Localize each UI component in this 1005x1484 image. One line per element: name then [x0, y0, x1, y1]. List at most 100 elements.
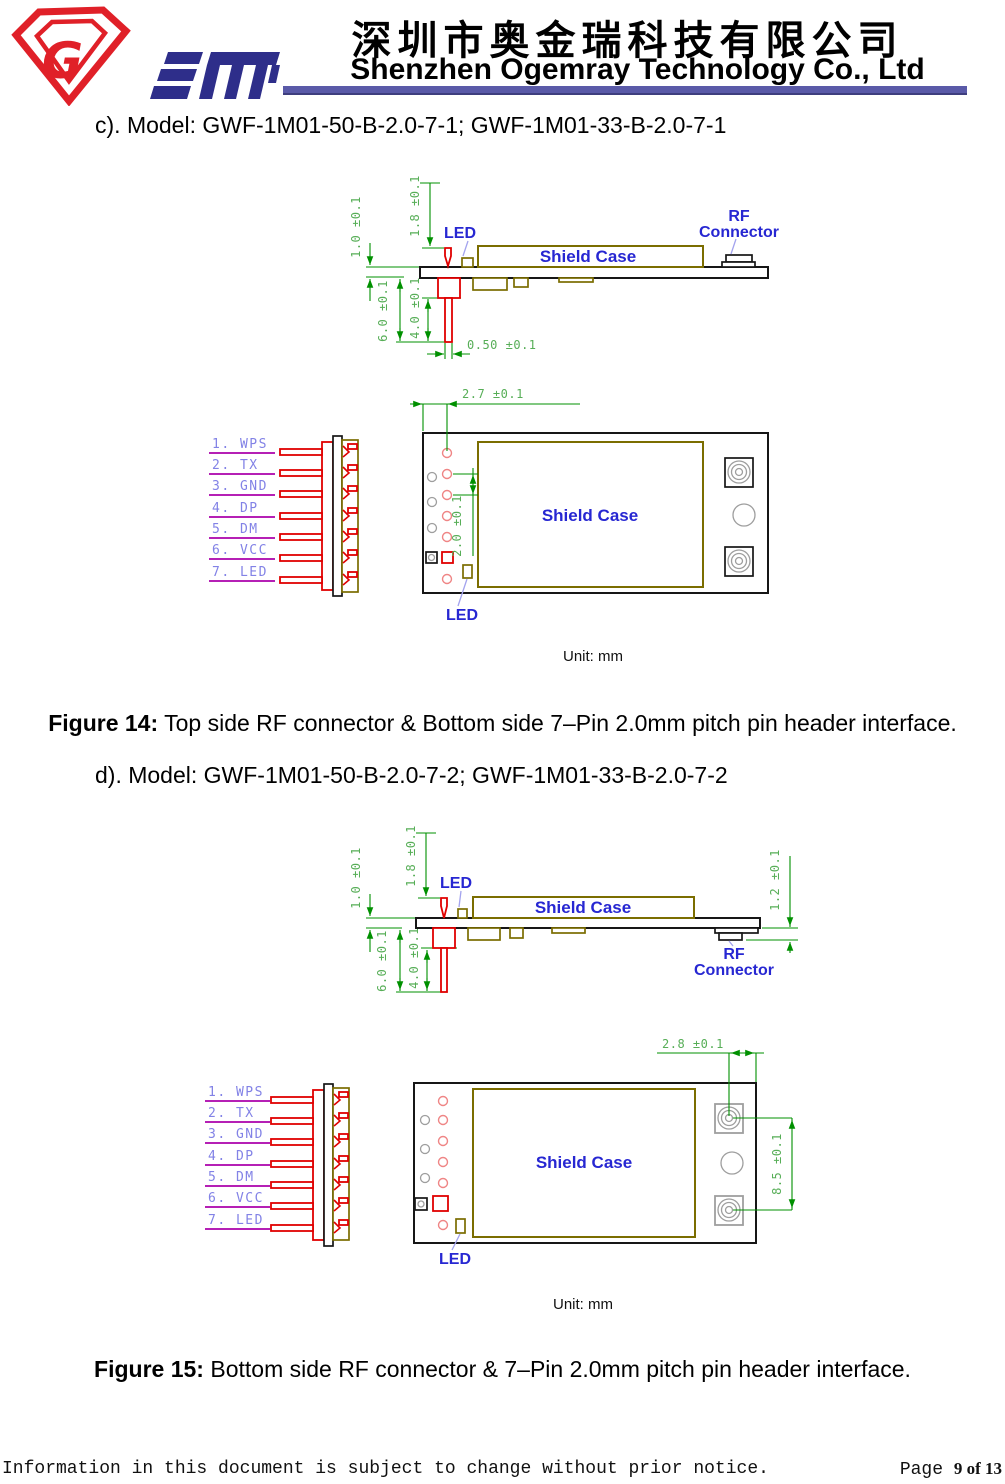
svg-text:1. WPS: 1. WPS — [212, 437, 268, 452]
page-number-label: Page — [899, 1460, 954, 1480]
pin-row: 2. TX — [205, 1106, 349, 1127]
figure-15-text: Bottom side RF connector & 7–Pin 2.0mm p… — [210, 1356, 911, 1382]
dim-rf-height: 1.2 ±0.1 — [768, 849, 782, 911]
svg-text:3. GND: 3. GND — [208, 1127, 264, 1142]
module-side-profile — [415, 896, 761, 993]
company-name-cn: 深圳市奥金瑞科技有限公司 — [351, 18, 904, 64]
module-side-profile — [419, 245, 769, 343]
mounting-hole — [720, 1151, 744, 1175]
svg-text:6. VCC: 6. VCC — [208, 1191, 264, 1206]
logo-letter-g: G — [42, 32, 83, 90]
svg-text:7. LED: 7. LED — [212, 565, 268, 580]
led-component — [457, 908, 468, 919]
pin-header-body — [437, 277, 461, 299]
dimension-lines — [657, 1049, 796, 1211]
svg-text:3. GND: 3. GND — [212, 479, 268, 494]
svg-text:1. WPS: 1. WPS — [208, 1085, 264, 1100]
shield-case-label: Shield Case — [535, 898, 631, 917]
svg-text:6. VCC: 6. VCC — [212, 543, 268, 558]
section-d-heading: d). Model: GWF-1M01-50-B-2.0-7-2; GWF-1M… — [95, 762, 728, 788]
pin-row: 3. GND — [209, 479, 358, 500]
pcb-board — [419, 266, 769, 279]
figure-14-caption: Figure 14: Top side RF connector & Botto… — [0, 710, 1005, 737]
mounting-hole — [732, 503, 756, 527]
svg-text:2. TX: 2. TX — [208, 1106, 255, 1121]
pin-row: 1. WPS — [205, 1085, 349, 1106]
dim-hole-offset: 2.7 ±0.1 — [462, 387, 524, 401]
header-divider — [283, 86, 967, 95]
pin-row: 6. VCC — [209, 543, 358, 564]
pin-row: 6. VCC — [205, 1191, 349, 1212]
page-number: Page 9 of 13 — [900, 1459, 1002, 1480]
dimension-lines — [410, 400, 580, 556]
dim-pin-length-total: 6.0 ±0.1 — [376, 280, 390, 342]
dim-rf-offset: 2.8 ±0.1 — [662, 1037, 724, 1051]
pin-row: 4. DP — [205, 1149, 349, 1170]
gem-diamond-icon: G — [11, 6, 131, 106]
shield-case-outline — [472, 1088, 696, 1238]
dim-led-height: 1.8 ±0.1 — [408, 175, 422, 237]
pin-top — [440, 897, 448, 919]
company-name-en: Shenzhen Ogemray Technology Co., Ltd — [350, 53, 925, 86]
dimension-lines — [366, 832, 798, 993]
svg-text:5. DM: 5. DM — [212, 522, 259, 537]
led-label: LED — [439, 1251, 471, 1268]
drawing-d-side-view: 1.0 ±0.1 1.8 ±0.1 6.0 ±0.1 4.0 ±0.1 1.2 … — [349, 825, 798, 993]
dim-pin-length-below: 4.0 ±0.1 — [407, 927, 421, 989]
led-label: LED — [446, 607, 478, 624]
dim-board-thickness: 1.0 ±0.1 — [349, 847, 363, 909]
shield-case-label: Shield Case — [536, 1153, 632, 1172]
pin-lead — [444, 297, 453, 343]
drawing-d-bottom-view: 1. WPS 2. TX 3. GND 4. DP 5. DM — [205, 1037, 796, 1268]
shield-case-outline — [472, 896, 695, 919]
svg-text:4. DP: 4. DP — [208, 1149, 255, 1164]
svg-text:7. LED: 7. LED — [208, 1213, 264, 1228]
pin-header-connector: 1. WPS 2. TX 3. GND 4. DP 5. DM — [205, 1083, 350, 1247]
dim-board-thickness: 1.0 ±0.1 — [349, 196, 363, 258]
rf-connector-label-line1: RF — [723, 946, 745, 963]
figure-15-label: Figure 15: — [94, 1356, 204, 1382]
dim-pin-length-below: 4.0 ±0.1 — [408, 277, 422, 339]
pin-row: 2. TX — [209, 458, 358, 479]
dim-led-height: 1.8 ±0.1 — [404, 825, 418, 887]
unit-note: Unit: mm — [553, 1296, 613, 1313]
svg-text:2. TX: 2. TX — [212, 458, 259, 473]
pin-row: 7. LED — [209, 565, 358, 586]
figure-14-label: Figure 14: — [48, 710, 159, 736]
figure-14-text: Top side RF connector & Bottom side 7–Pi… — [164, 710, 957, 736]
shield-case-label: Shield Case — [540, 247, 636, 266]
svg-text:4. DP: 4. DP — [212, 501, 259, 516]
pin-row: 3. GND — [205, 1127, 349, 1148]
pin-row: 1. WPS — [209, 437, 358, 458]
pin1-marker — [425, 551, 438, 564]
page-number-value: 9 of 13 — [953, 1459, 1002, 1478]
dim-pin-width: 0.50 ±0.1 — [467, 338, 537, 352]
led-label: LED — [444, 225, 476, 242]
pcb-board — [415, 917, 761, 929]
rf-connector-label-line1: RF — [728, 208, 750, 225]
rf-connector-footprint — [724, 457, 756, 577]
dim-pin-pitch: 2.0 ±0.1 — [450, 495, 464, 557]
module-bottom-face — [422, 432, 769, 594]
pin-top — [444, 247, 452, 270]
rf-connector-shape — [725, 254, 753, 263]
pin-row: 7. LED — [205, 1213, 349, 1234]
figure-15-caption: Figure 15: Bottom side RF connector & 7–… — [0, 1356, 1005, 1383]
footer-notice: Information in this document is subject … — [2, 1459, 769, 1479]
pin-row: 5. DM — [205, 1170, 349, 1191]
logo-letters-em — [150, 52, 280, 99]
dim-rf-pitch: 8.5 ±0.1 — [770, 1133, 784, 1195]
shield-case-outline — [477, 245, 704, 268]
pin-row: 5. DM — [209, 522, 358, 543]
pin-row: 4. DP — [209, 501, 358, 522]
shield-case-outline — [477, 441, 704, 588]
company-logo: G — [11, 6, 280, 106]
led-component — [455, 1218, 466, 1234]
shield-case-label: Shield Case — [542, 506, 638, 525]
rf-connector-label-line2: Connector — [699, 224, 779, 241]
led-component — [462, 564, 473, 579]
pin-header-body — [432, 927, 456, 949]
module-bottom-face — [413, 1082, 757, 1244]
led-component — [461, 257, 474, 268]
